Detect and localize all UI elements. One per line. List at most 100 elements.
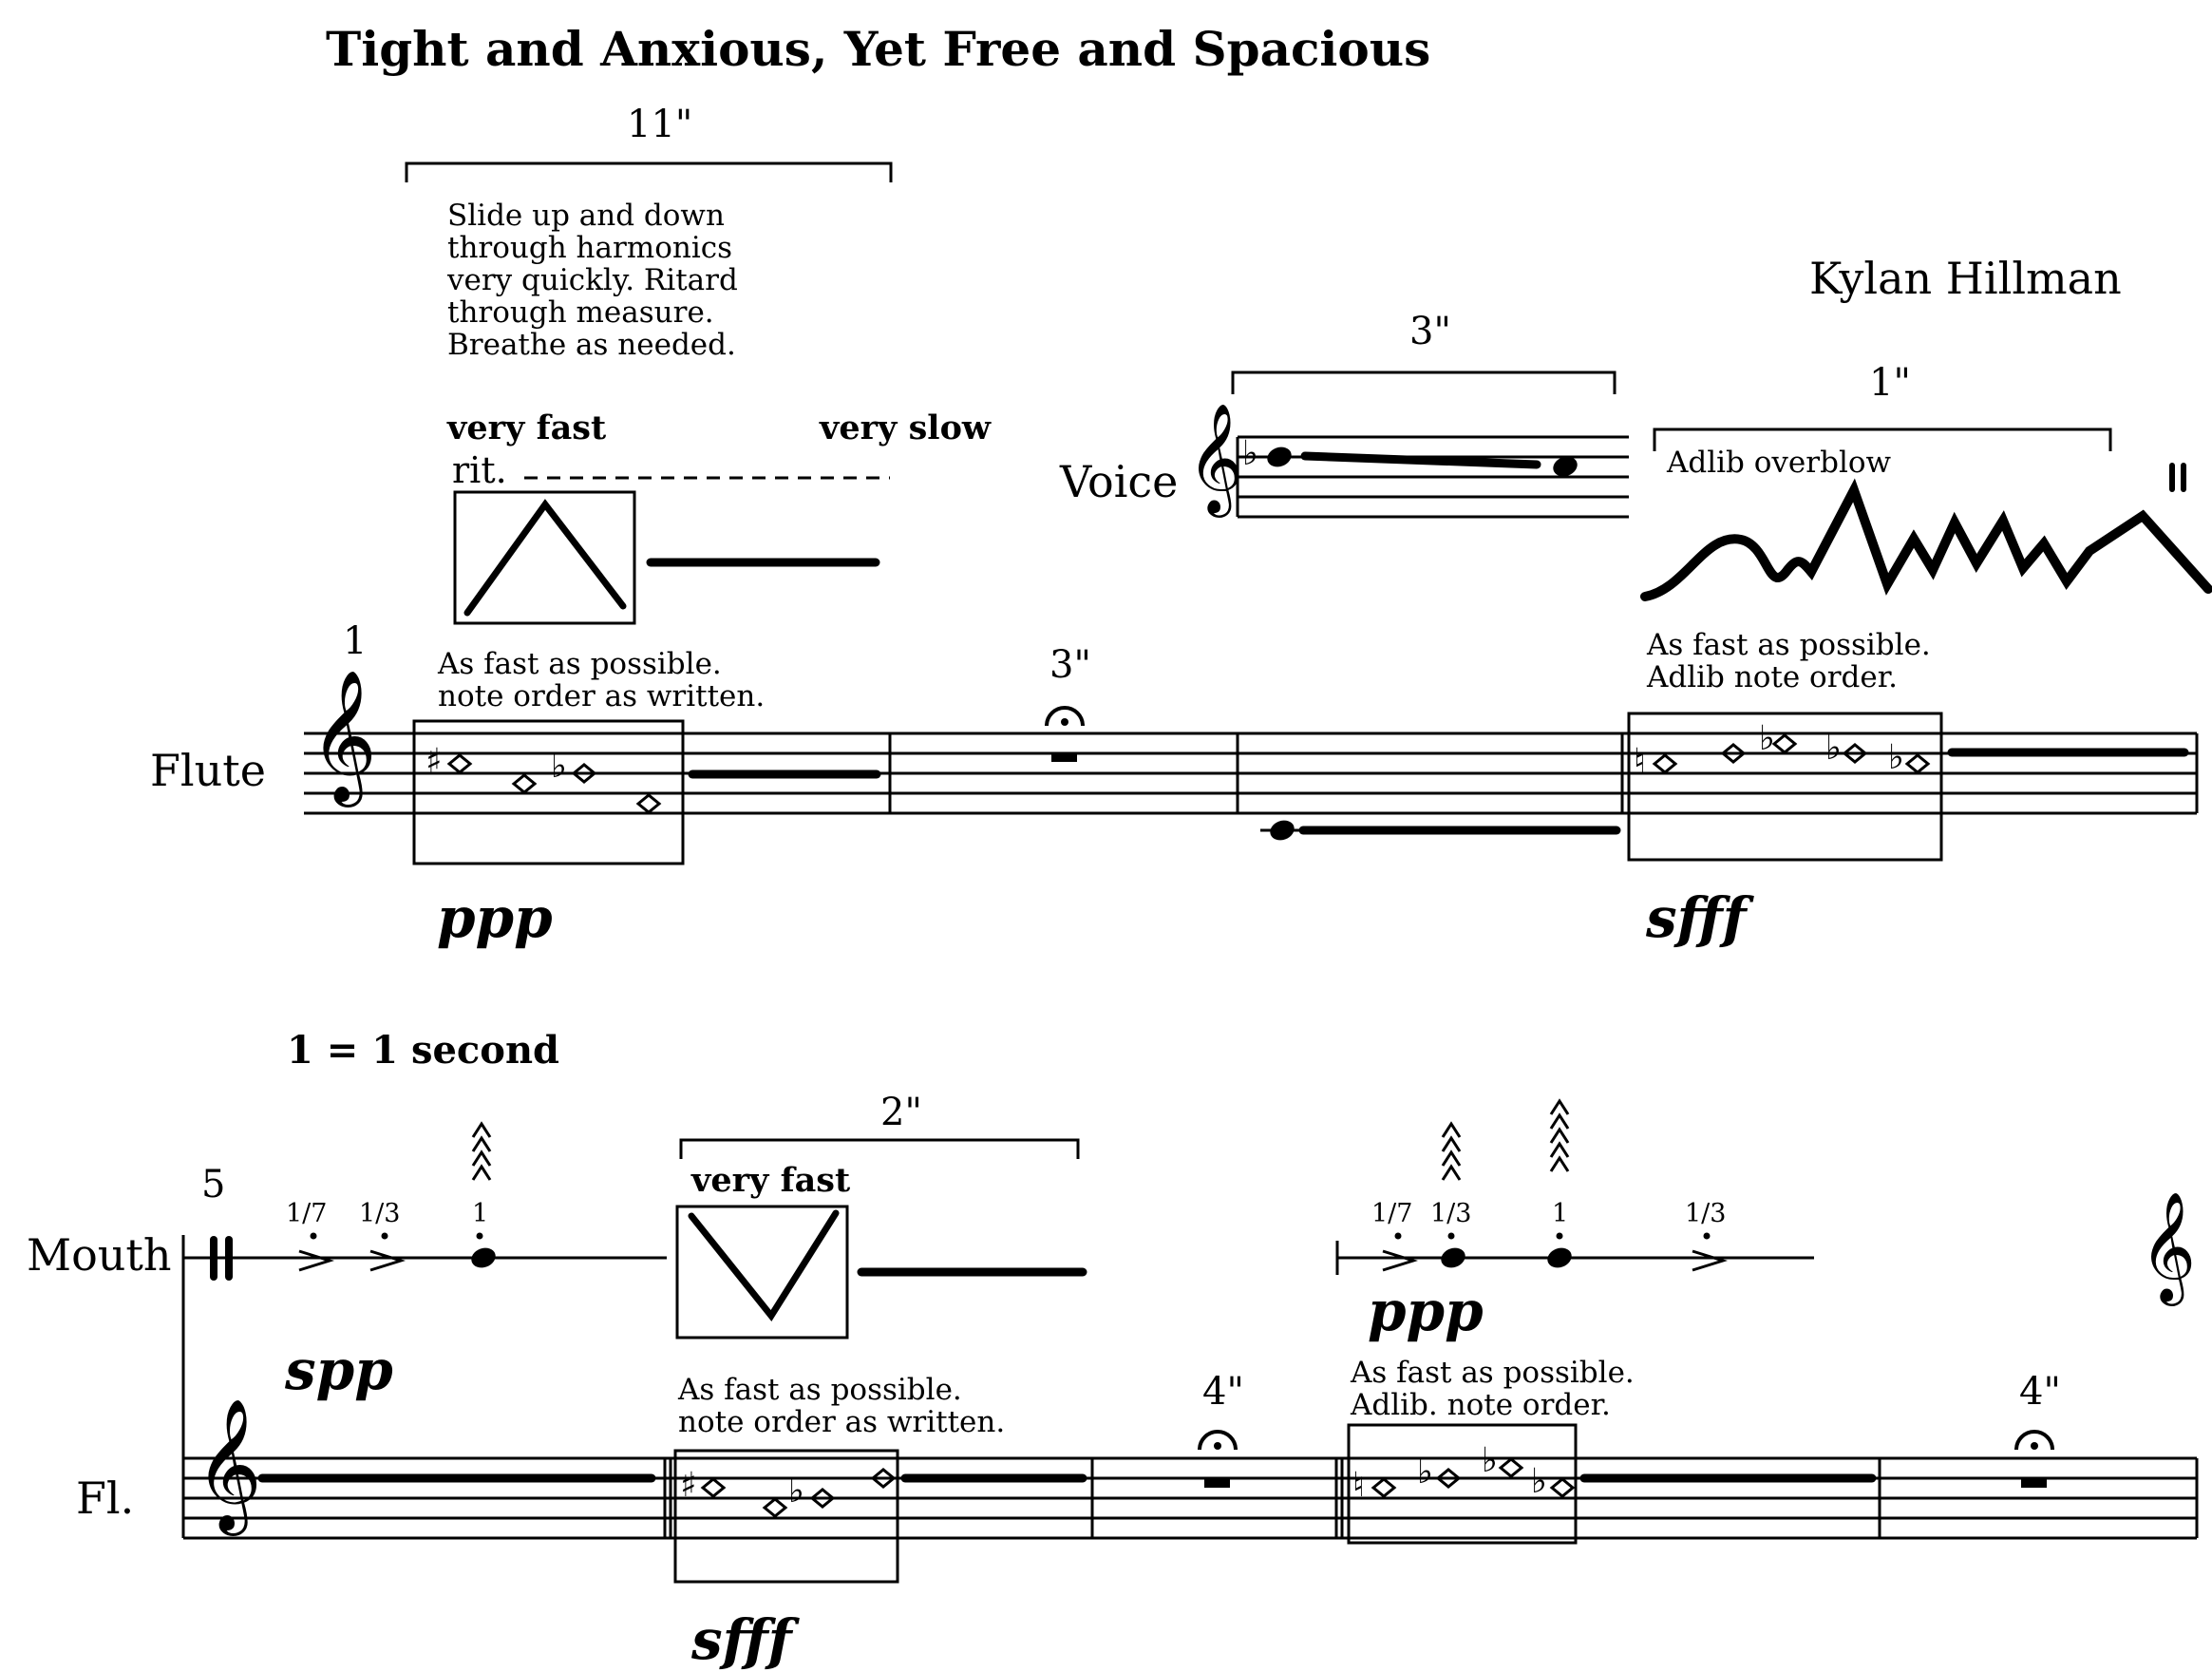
harmonic-notehead bbox=[635, 793, 662, 814]
fermata-duration: 3" bbox=[1049, 643, 1091, 687]
harmonic-notehead bbox=[870, 1468, 897, 1489]
harmonic-notehead bbox=[1498, 1457, 1524, 1478]
fraction-label: 1/7 bbox=[286, 1199, 328, 1228]
dynamic-marking: ppp bbox=[1368, 1279, 1484, 1343]
flat-icon: ♭ bbox=[551, 747, 567, 786]
fraction-label: 1/7 bbox=[1371, 1199, 1413, 1228]
fermata-icon bbox=[1198, 1430, 1238, 1451]
slide-box bbox=[675, 1205, 849, 1340]
harmonic-notehead bbox=[511, 773, 538, 794]
duration-label: 3" bbox=[1409, 310, 1451, 353]
harmonic-notehead bbox=[1842, 743, 1868, 764]
flat-icon: ♭ bbox=[1759, 719, 1775, 758]
treble-clef-icon: 𝄞 bbox=[195, 1398, 262, 1530]
duration-label: 11" bbox=[627, 103, 693, 146]
tempo-very-slow: very slow bbox=[820, 408, 992, 447]
timing-bracket bbox=[1231, 370, 1616, 394]
harmonic-notehead bbox=[762, 1497, 788, 1518]
rest bbox=[1204, 1478, 1230, 1488]
accent-mark bbox=[1382, 1249, 1419, 1272]
harmonic-notehead bbox=[446, 753, 473, 774]
dynamic-marking: sfff bbox=[691, 1607, 792, 1672]
note-group-box bbox=[1627, 712, 1943, 862]
harmonic-notehead bbox=[1549, 1477, 1576, 1498]
fermata-duration: 4" bbox=[2019, 1370, 2061, 1414]
mouth-notehead bbox=[1547, 1247, 1572, 1268]
rest bbox=[2021, 1478, 2047, 1488]
fermata-icon bbox=[2014, 1430, 2054, 1451]
harmonic-notehead bbox=[1435, 1468, 1462, 1489]
treble-clef-icon: 𝄞 bbox=[310, 670, 377, 802]
fast-instruction: As fast as possible. bbox=[678, 1373, 962, 1407]
measure-number: 1 bbox=[343, 619, 368, 663]
sharp-icon: ♯ bbox=[425, 742, 443, 781]
flute-label: Flute bbox=[150, 745, 266, 796]
accent-mark bbox=[298, 1249, 335, 1272]
timing-bracket bbox=[679, 1138, 1080, 1159]
flat-icon: ♭ bbox=[1417, 1453, 1433, 1492]
dynamic-marking: ppp bbox=[437, 885, 553, 950]
fast-instruction: As fast as possible. bbox=[1647, 628, 1931, 662]
fast-instruction: note order as written. bbox=[678, 1405, 1006, 1439]
note-group-box bbox=[673, 1449, 899, 1584]
fast-instruction: Adlib. note order. bbox=[1351, 1388, 1611, 1422]
mouth-label: Mouth bbox=[27, 1229, 172, 1281]
flat-icon: ♭ bbox=[788, 1472, 804, 1510]
voice-label: Voice bbox=[1060, 456, 1179, 507]
slide-instruction: Slide up and down through harmonics very… bbox=[447, 199, 738, 362]
treble-clef-icon: 𝄞 bbox=[1187, 402, 1244, 513]
harmonic-notehead bbox=[571, 763, 597, 784]
fast-instruction: As fast as possible. bbox=[438, 647, 722, 681]
flat-icon: ♭ bbox=[1242, 434, 1258, 473]
voice-notehead bbox=[1267, 446, 1292, 467]
duration-label: 2" bbox=[880, 1091, 922, 1134]
harmonic-notehead bbox=[1652, 753, 1678, 774]
tempo-marking: 1 = 1 second bbox=[287, 1028, 560, 1073]
voice-staff bbox=[1236, 435, 1629, 519]
natural-icon: ♮ bbox=[1352, 1466, 1365, 1505]
composer-name: Kylan Hillman bbox=[1809, 253, 2122, 304]
harmonic-notehead bbox=[1371, 1477, 1397, 1498]
note-group-box bbox=[412, 719, 685, 865]
fermata-duration: 4" bbox=[1202, 1370, 1244, 1414]
fast-instruction: As fast as possible. bbox=[1351, 1356, 1635, 1390]
rit-label: rit. bbox=[452, 449, 507, 491]
timing-bracket bbox=[1653, 428, 2112, 451]
treble-clef-icon: 𝄞 bbox=[2140, 1190, 2197, 1302]
duration-label: 1" bbox=[1869, 361, 1911, 405]
harmonic-notehead bbox=[809, 1488, 836, 1509]
harmonic-notehead bbox=[1771, 733, 1798, 754]
flat-icon: ♭ bbox=[1888, 738, 1904, 777]
mouth-staff bbox=[183, 1241, 1814, 1275]
accent-mark bbox=[369, 1249, 406, 1272]
flat-icon: ♭ bbox=[1531, 1462, 1547, 1501]
timing-bracket bbox=[405, 162, 893, 182]
accent-mark bbox=[1692, 1249, 1729, 1272]
tempo-very-fast: very fast bbox=[447, 408, 607, 447]
fraction-label: 1 bbox=[472, 1199, 489, 1228]
dynamic-marking: sfff bbox=[1646, 885, 1747, 950]
fraction-label: 1/3 bbox=[1685, 1199, 1727, 1228]
tempo-very-fast: very fast bbox=[691, 1161, 851, 1200]
fl-label: Fl. bbox=[76, 1472, 135, 1524]
harmonic-up-down-line bbox=[463, 499, 627, 617]
harmonic-notehead bbox=[700, 1477, 727, 1498]
harmonic-notehead bbox=[1720, 743, 1747, 764]
fraction-label: 1 bbox=[1552, 1199, 1569, 1228]
fl-staff bbox=[181, 1235, 2199, 1540]
mouth-notehead bbox=[471, 1247, 496, 1268]
fraction-label: 1/3 bbox=[359, 1199, 401, 1228]
flat-icon: ♭ bbox=[1482, 1441, 1498, 1480]
natural-icon: ♮ bbox=[1634, 742, 1646, 781]
rit-dashes bbox=[524, 476, 890, 480]
duration-line bbox=[1300, 451, 1541, 469]
harmonic-notehead bbox=[1904, 753, 1931, 774]
flute-staff bbox=[304, 732, 2199, 815]
flat-icon: ♭ bbox=[1825, 729, 1842, 768]
measure-number: 5 bbox=[201, 1163, 226, 1206]
fraction-label: 1/3 bbox=[1430, 1199, 1472, 1228]
piece-title: Tight and Anxious, Yet Free and Spacious bbox=[326, 21, 1431, 77]
note-group-box bbox=[1347, 1423, 1578, 1545]
fermata-icon bbox=[1045, 706, 1085, 727]
